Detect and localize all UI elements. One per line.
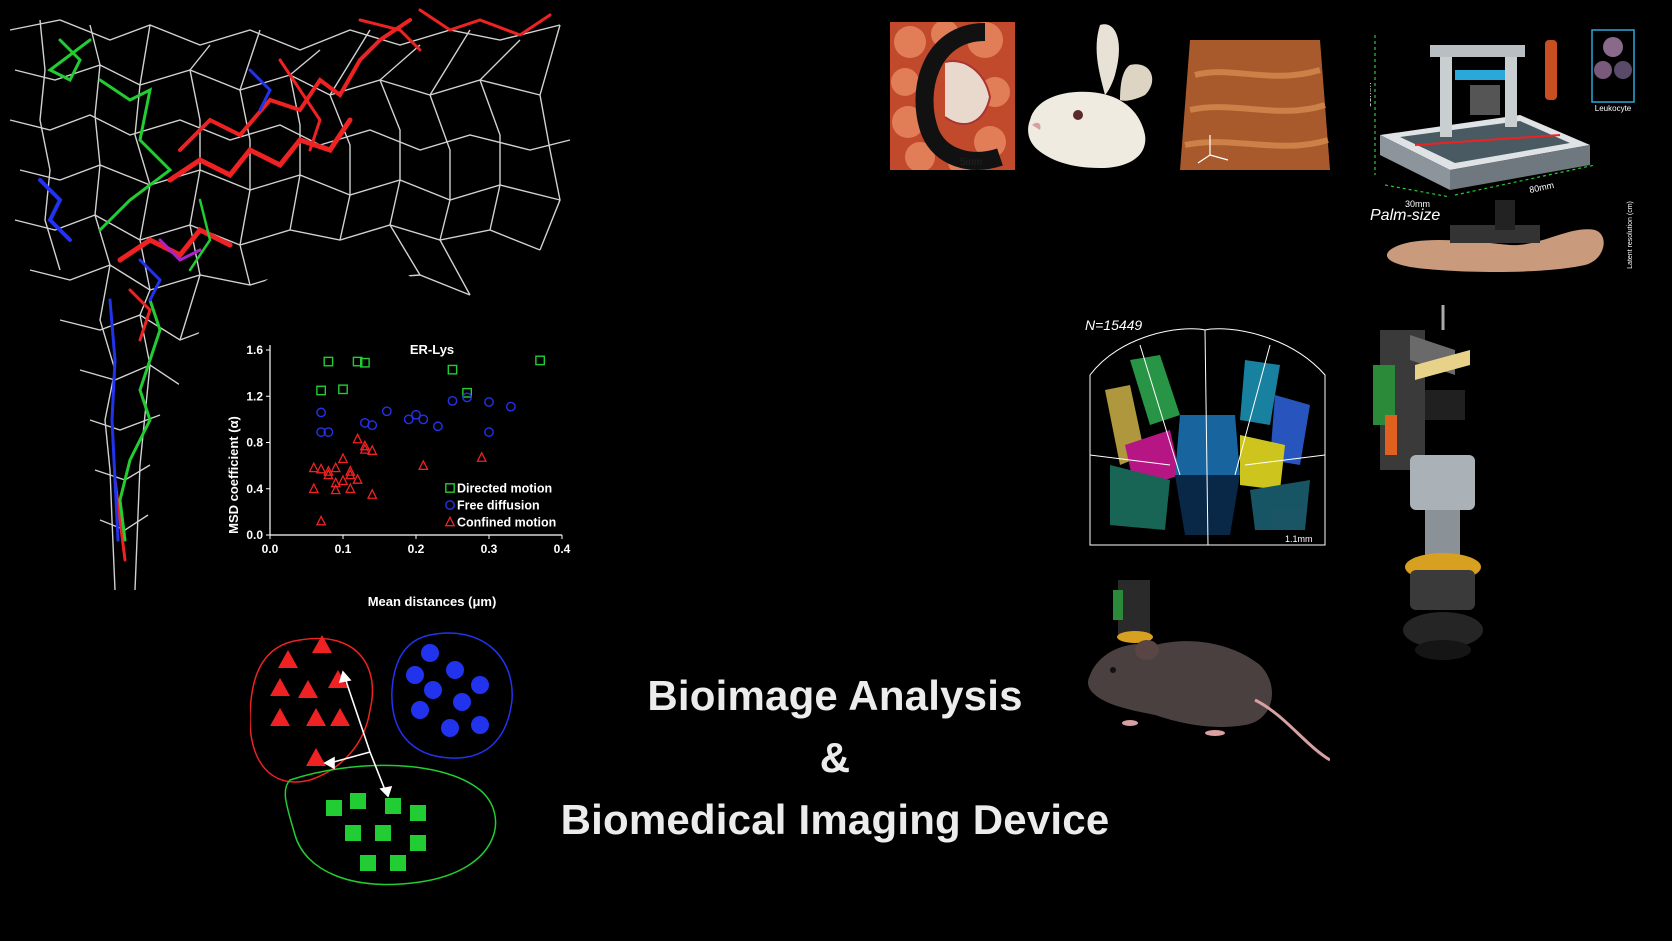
data-point-triangle [315,514,327,526]
y-axis-label: MSD coefficient (α) [226,416,241,534]
scale-5mm-label: 5mm [960,157,982,168]
tissue-volume-image [1180,40,1330,170]
dim-30-label: 30mm [1405,199,1430,209]
x-tick-label: 0.1 [335,542,352,556]
n-count-label: N=15449 [1085,317,1142,333]
title-line-1: Bioimage Analysis [647,672,1023,719]
chart-axes: 0.0 0.1 0.2 0.3 0.4 0.0 0.4 0.8 1.2 1.6 [246,343,570,556]
x-tick-label: 0.4 [554,542,571,556]
data-point-triangle [323,468,334,480]
trajectory-lines [38,8,552,562]
y-tick-label: 0.8 [246,436,263,450]
data-point-circle [505,401,516,412]
data-point-triangle [330,476,341,488]
palm-size-label: Palm-size [1370,207,1440,224]
rabbit-head-image [1028,24,1153,168]
legend-label: Confined motion [457,516,556,530]
data-point-triangle [476,451,487,462]
title-line-3: Biomedical Imaging Device [560,796,1110,843]
y-tick-label: 0.4 [246,482,263,496]
legend-marker-circle [445,500,455,510]
confined-triangles [270,635,350,766]
data-point-circle [432,421,443,432]
legend-label: Directed motion [457,482,552,496]
data-point-circle [462,392,473,403]
directed-cluster-outline [284,764,497,886]
scale-1mm-label: 1.1mm [1285,534,1313,544]
chart-title: ER-Lys [410,342,454,357]
data-point-square [352,356,363,367]
data-point-triangle [359,439,371,451]
y-tick-label: 1.2 [246,389,263,403]
data-point-triangle [315,462,327,474]
title-ampersand: & [819,734,851,781]
free-cluster-outline [391,632,513,759]
intestine-tissue-image: 5mm [890,22,1015,170]
x-axis-label: Mean distances (μm) [368,594,497,609]
data-point-square [535,355,545,366]
data-point-triangle [323,465,334,476]
data-point-triangle [337,452,349,464]
scatter-chart: ER-Lys 0.0 0.1 0.2 0.3 0.4 0.0 0.4 0.8 1.2 1.6 Me… [226,342,571,609]
data-point-triangle [308,482,320,494]
data-point-triangle [352,473,363,484]
miniscope-exploded-image [1373,305,1483,660]
data-point-circle [411,409,421,420]
data-point-square [323,356,334,367]
directed-squares [326,793,426,871]
data-point-square [338,384,348,395]
legend-marker-triangle [444,515,456,527]
latent-resolution-label: Latent resolution (cm) [1627,201,1634,269]
dim-80-label: 80mm [1528,180,1555,195]
x-tick-label: 0.3 [481,542,498,556]
data-point-circle [323,427,334,437]
data-point-triangle [359,443,371,454]
chart-marks [308,355,545,526]
confined-cluster-outline [250,637,374,783]
data-point-square [447,364,458,375]
data-point-circle [316,407,327,418]
legend-label: Free diffusion [457,499,540,513]
leukocyte-label: Leukocyte [1595,104,1632,113]
data-point-triangle [337,474,349,486]
data-point-square [359,357,370,368]
data-point-triangle [418,459,429,470]
data-point-circle [403,414,414,425]
data-point-circle [447,395,458,406]
data-point-circle [381,406,392,417]
x-tick-label: 0.0 [262,542,279,556]
data-point-circle [484,427,494,437]
brain-atlas-image: N=15449 1.1mm [1085,317,1326,546]
data-point-triangle [330,461,341,473]
data-point-circle [367,420,378,431]
data-point-triangle [330,483,341,495]
data-point-circle [484,397,494,407]
y-tick-label: 1.6 [246,343,263,357]
data-point-triangle [366,444,378,455]
y-tick-label: 0.0 [246,528,263,542]
x-tick-label: 0.2 [408,542,425,556]
dim-68-label: 68mm [1370,82,1373,107]
network-trajectory-image [9,8,571,591]
mouse-miniscope-image [1088,580,1330,762]
data-point-triangle [345,465,356,476]
data-point-square [316,385,327,396]
data-point-triangle [366,488,378,499]
data-point-square [462,387,472,398]
data-point-circle [418,414,429,425]
data-point-triangle [345,482,356,494]
clusters-diagram [250,632,513,886]
legend-marker-square [445,483,455,493]
data-point-triangle [345,468,356,480]
cluster-arrows [323,670,393,798]
data-point-triangle [308,461,320,473]
data-point-triangle [352,432,363,444]
free-circles [406,644,489,737]
data-point-circle [316,427,327,437]
white-network [9,19,571,591]
palm-size-microscope-image: Leukocyte 68mm 30mm 80mm Palm-size Laten… [1370,29,1635,272]
